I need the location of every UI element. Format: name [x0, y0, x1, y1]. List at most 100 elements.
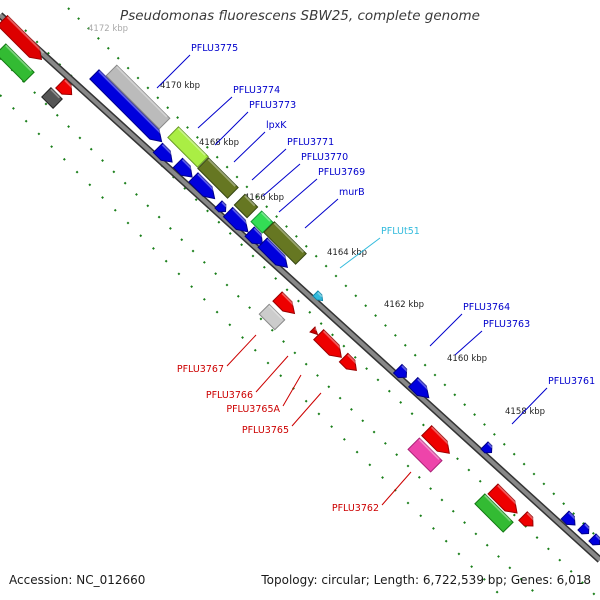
gene-label[interactable]: PFLU3769	[318, 167, 365, 178]
gene-shape[interactable]	[214, 200, 229, 215]
gene-feature[interactable]	[309, 326, 320, 337]
gene-label[interactable]: lpxK	[266, 120, 287, 131]
gene-shape[interactable]	[474, 493, 514, 533]
gene-feature[interactable]	[407, 437, 443, 473]
gene-feature[interactable]	[392, 363, 411, 382]
gene-label-leader	[233, 131, 266, 163]
tick-label: 4170 kbp	[160, 81, 200, 91]
gene-shape[interactable]	[89, 69, 166, 146]
gene-feature[interactable]	[233, 193, 259, 219]
gene-shape[interactable]	[257, 237, 292, 272]
gene-shape[interactable]	[55, 78, 77, 100]
gene-feature[interactable]	[214, 200, 229, 215]
gene-feature[interactable]	[312, 290, 325, 303]
gene-feature[interactable]	[244, 226, 267, 249]
gene-shape[interactable]	[392, 363, 411, 382]
gene-shape[interactable]	[560, 510, 579, 529]
gene-feature[interactable]	[421, 425, 455, 459]
gene-feature[interactable]	[588, 533, 600, 548]
gene-label[interactable]: PFLU3767	[177, 364, 224, 375]
gene-label[interactable]: PFLU3765A	[226, 404, 280, 415]
gene-shape[interactable]	[263, 221, 307, 265]
gene-shape[interactable]	[188, 172, 219, 203]
gene-feature[interactable]	[560, 510, 579, 529]
gene-feature[interactable]	[313, 329, 347, 363]
gene-feature[interactable]	[480, 441, 495, 456]
gene-feature[interactable]	[105, 64, 171, 130]
gene-feature[interactable]	[167, 126, 209, 168]
gene-shape[interactable]	[244, 226, 267, 249]
gene-label[interactable]: PFLU3762	[332, 503, 379, 514]
gene-shape[interactable]	[272, 291, 299, 318]
gene-shape[interactable]	[480, 441, 495, 456]
gene-feature[interactable]	[222, 206, 253, 237]
gene-shape[interactable]	[233, 193, 259, 219]
gene-label[interactable]: PFLU3774	[233, 85, 280, 96]
gene-label-leader	[339, 237, 381, 269]
gene-label[interactable]: PFLU3773	[249, 100, 296, 111]
gene-shape[interactable]	[41, 87, 63, 109]
gene-label[interactable]: PFLU3766	[206, 390, 253, 401]
gene-feature[interactable]	[89, 69, 166, 146]
gene-feature[interactable]	[0, 43, 35, 83]
gene-highlight	[314, 327, 318, 332]
gene-feature[interactable]	[263, 221, 307, 265]
gene-feature[interactable]	[407, 376, 434, 403]
gene-feature[interactable]	[0, 14, 46, 65]
tick-label: 4166 kbp	[244, 193, 284, 203]
gene-shape[interactable]	[407, 437, 443, 473]
gene-feature[interactable]	[338, 352, 360, 374]
gene-shape[interactable]	[0, 14, 46, 65]
gene-shape[interactable]	[197, 157, 239, 199]
gene-shape[interactable]	[172, 157, 196, 181]
gene-shape[interactable]	[222, 206, 253, 237]
gene-label-leader	[156, 54, 191, 89]
gene-highlight	[98, 70, 165, 137]
gene-feature[interactable]	[518, 511, 537, 530]
gene-shape[interactable]	[250, 210, 274, 234]
gene-highlight	[260, 211, 271, 222]
gene-label[interactable]: PFLU3770	[301, 152, 348, 163]
gene-shape[interactable]	[421, 425, 455, 459]
gene-label[interactable]: PFLU3771	[287, 137, 334, 148]
gene-feature[interactable]	[172, 157, 196, 181]
gene-shape[interactable]	[338, 352, 360, 374]
gene-label[interactable]: PFLU3765	[242, 425, 289, 436]
gene-shape[interactable]	[152, 142, 176, 166]
gene-label-leader	[304, 198, 339, 229]
gene-feature[interactable]	[250, 210, 274, 234]
gene-shape[interactable]	[167, 126, 209, 168]
gene-shape[interactable]	[518, 511, 537, 530]
gene-feature[interactable]	[197, 157, 239, 199]
gene-shape[interactable]	[0, 43, 35, 83]
gene-shape[interactable]	[313, 329, 347, 363]
gene-label[interactable]: PFLU3764	[463, 302, 510, 313]
gene-shape[interactable]	[577, 522, 592, 537]
gene-label[interactable]: murB	[339, 187, 365, 198]
gene-label[interactable]: PFLU3775	[191, 43, 238, 54]
gene-shape[interactable]	[258, 303, 286, 331]
gene-feature[interactable]	[577, 522, 592, 537]
gene-feature[interactable]	[152, 142, 176, 166]
gene-feature[interactable]	[257, 237, 292, 272]
gene-feature[interactable]	[41, 87, 63, 109]
gene-highlight	[221, 201, 227, 208]
gene-shape[interactable]	[487, 483, 522, 518]
gene-label-leader	[214, 111, 249, 146]
gene-shape[interactable]	[105, 64, 171, 130]
gene-feature[interactable]	[55, 78, 77, 100]
gene-label[interactable]: PFLU3763	[483, 319, 530, 330]
gene-feature[interactable]	[487, 483, 522, 518]
gene-label[interactable]: PFLU3761	[548, 376, 595, 387]
gene-shape[interactable]	[588, 533, 600, 548]
gene-shape[interactable]	[309, 326, 320, 337]
gene-label[interactable]: PFLUt51	[381, 226, 420, 237]
gene-shape[interactable]	[312, 290, 325, 303]
gene-feature[interactable]	[258, 303, 286, 331]
gene-shape[interactable]	[407, 376, 434, 403]
gene-feature[interactable]	[474, 493, 514, 533]
gene-highlight	[347, 354, 359, 366]
gene-feature[interactable]	[188, 172, 219, 203]
gene-feature[interactable]	[272, 291, 299, 318]
